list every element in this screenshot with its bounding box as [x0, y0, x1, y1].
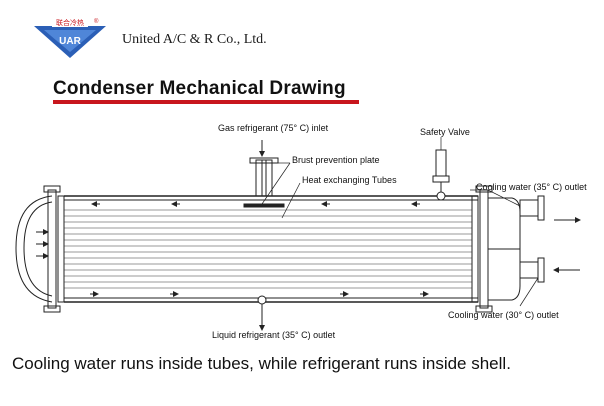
- logo-registered-mark: ®: [94, 18, 99, 25]
- caption: Cooling water runs inside tubes, while r…: [12, 354, 511, 373]
- leader-heat-tubes: [281, 182, 301, 219]
- company-name: United A/C & R Co., Ltd.: [122, 32, 267, 47]
- label-liquid-outlet: Liquid refrigerant (35° C) outlet: [212, 330, 336, 340]
- label-safety-valve: Safety Valve: [420, 127, 470, 137]
- heat-exchanging-tubes: [64, 209, 472, 289]
- label-cw-outlet: Cooling water (35° C) outlet: [476, 182, 587, 192]
- label-heat-tubes: Heat exchanging Tubes: [302, 175, 397, 185]
- left-end-cap: [15, 195, 53, 303]
- label-cw-30-outlet: Cooling water (30° C) outlet: [448, 310, 559, 320]
- brust-plate: [243, 203, 285, 208]
- left-flange: [47, 189, 57, 309]
- page-title: Condenser Mechanical Drawing: [53, 78, 346, 99]
- safety-valve: [435, 149, 447, 177]
- uar-logo: 联合冷热 UAR ®: [30, 14, 110, 60]
- right-tubesheet: [471, 195, 479, 303]
- leader-cw-inlet: [519, 277, 539, 307]
- right-flange: [479, 189, 489, 309]
- gas-inlet-nozzle: [255, 159, 273, 197]
- title-underline: [53, 100, 359, 104]
- label-brust-plate: Brust prevention plate: [292, 155, 380, 165]
- logo-uar-text: UAR: [59, 36, 81, 47]
- label-gas-inlet: Gas refrigerant (75° C) inlet: [218, 123, 329, 133]
- left-tubesheet: [57, 195, 65, 303]
- logo-chinese-text: 联合冷热: [56, 18, 84, 27]
- liquid-outlet-nozzle: [257, 295, 267, 305]
